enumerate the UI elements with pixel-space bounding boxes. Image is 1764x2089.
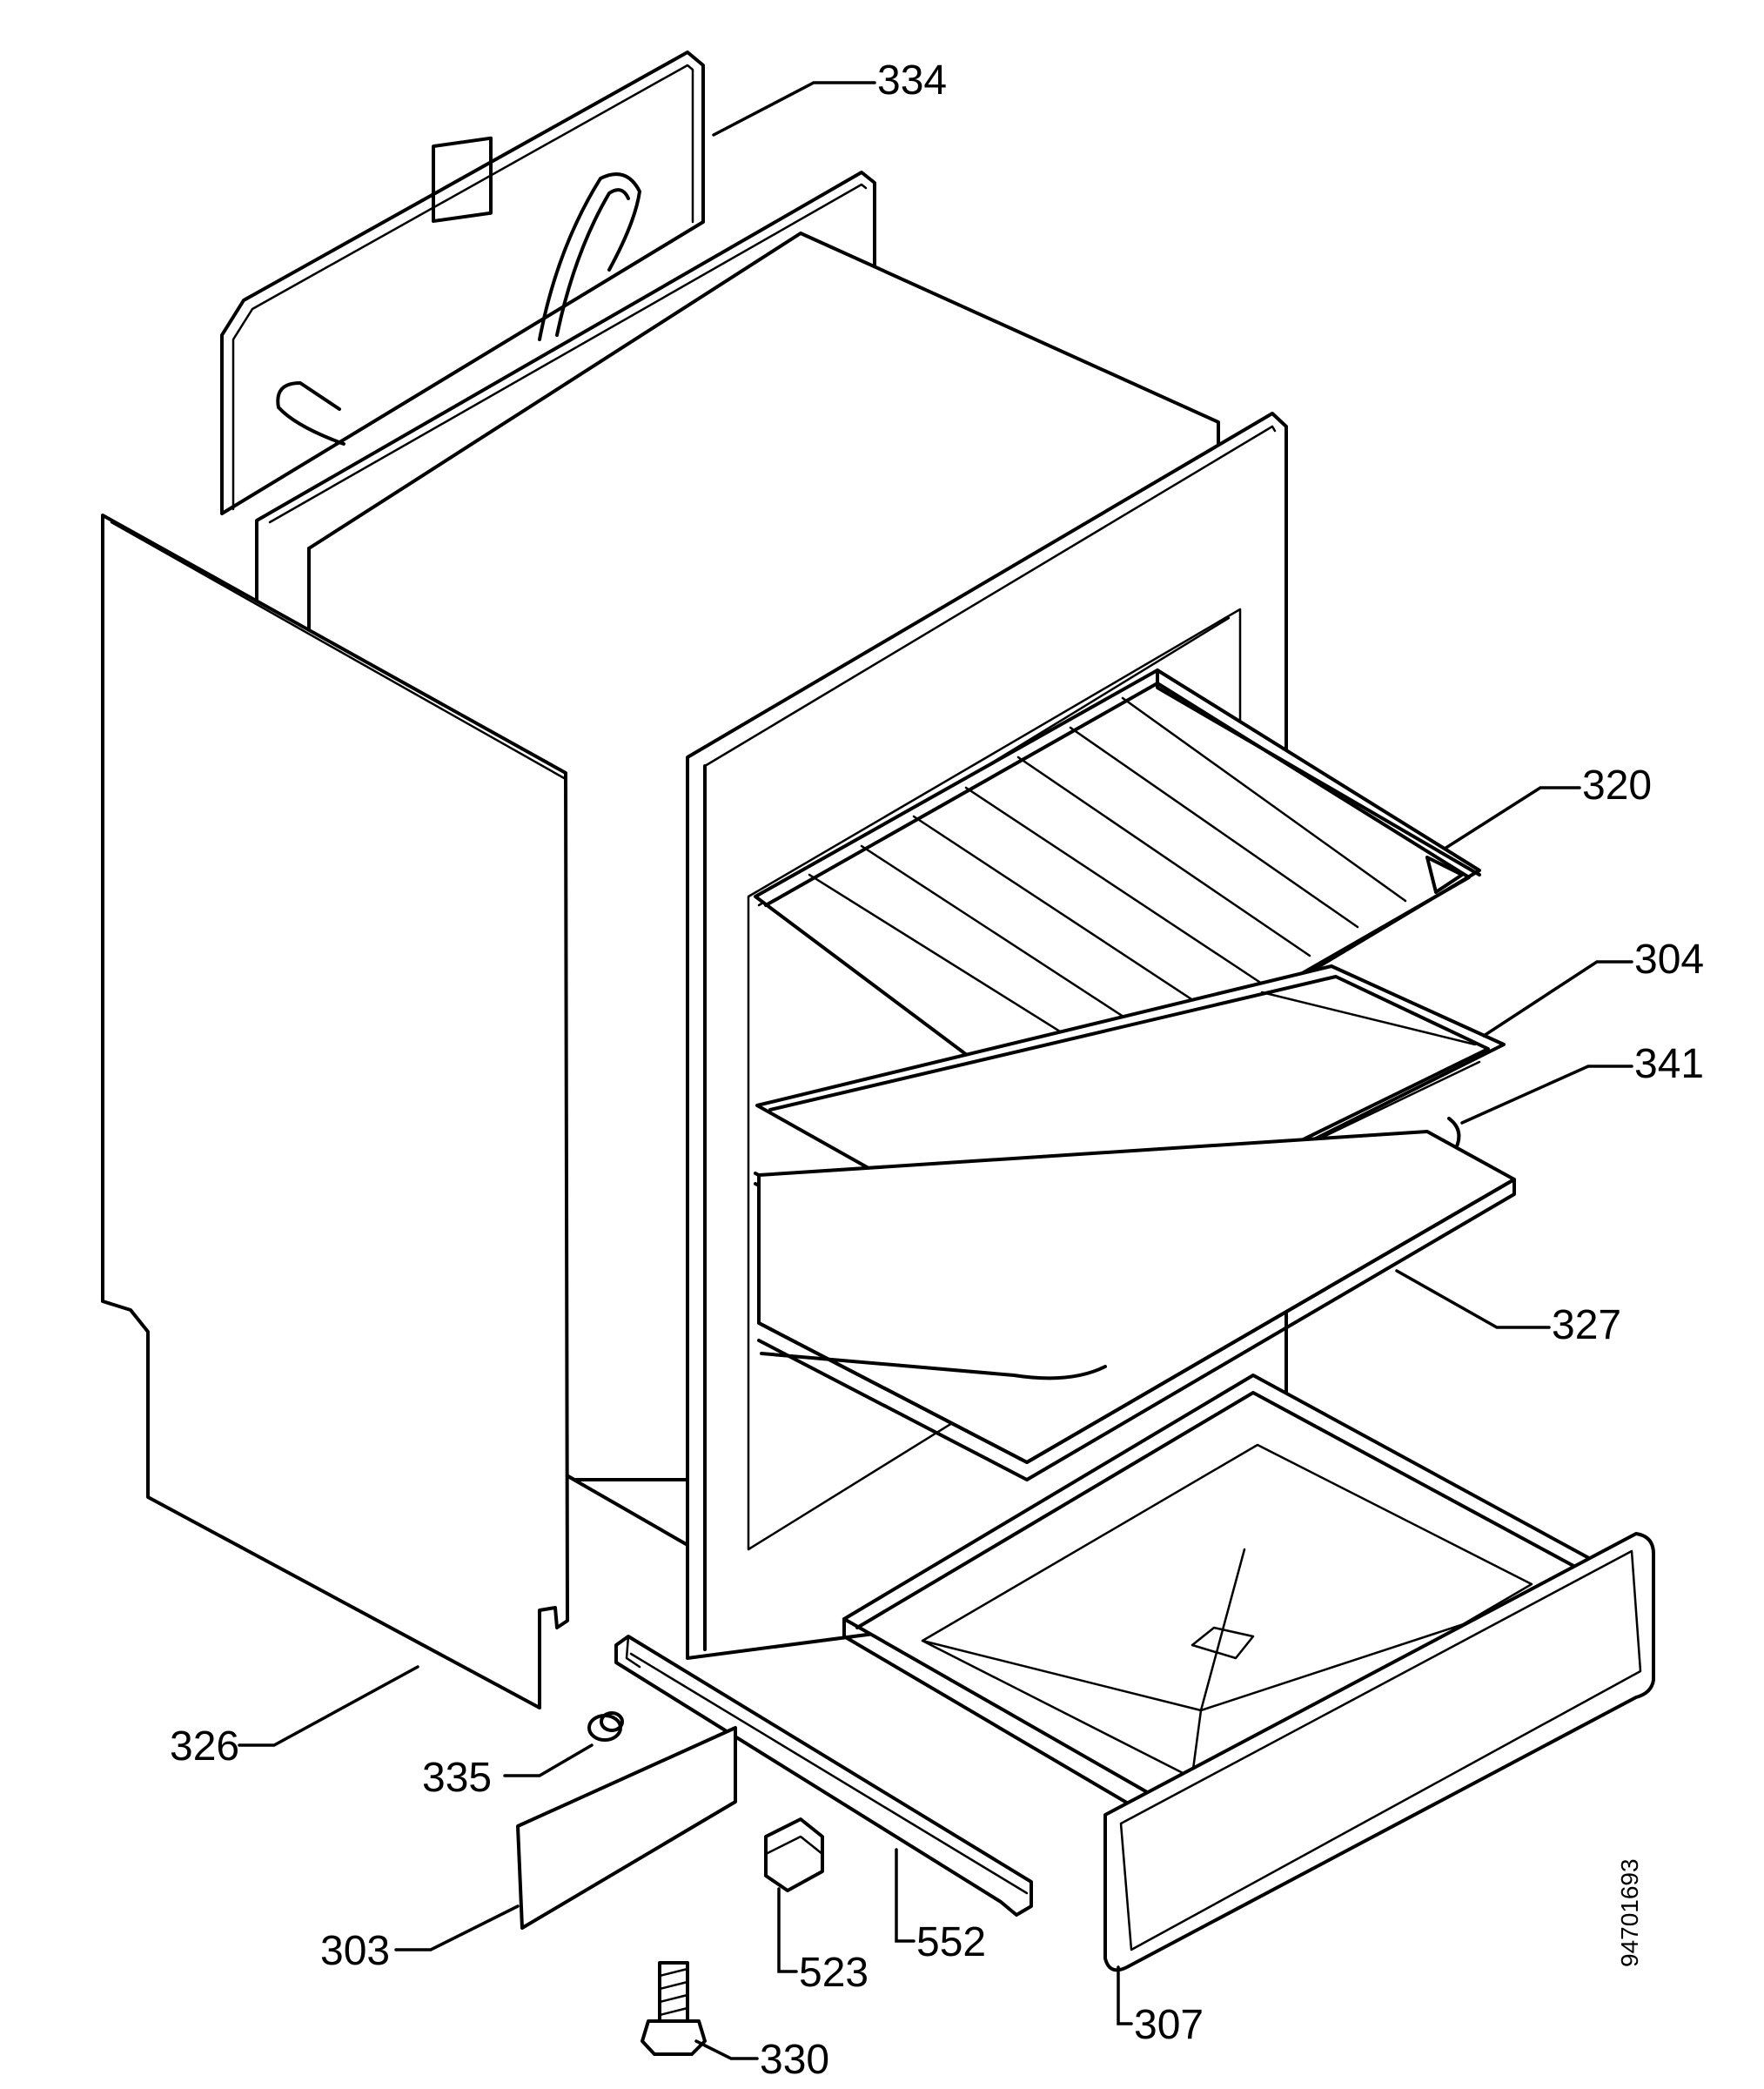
leader-552 bbox=[895, 1848, 916, 1943]
part-552-rail bbox=[614, 1635, 1033, 1917]
leader-lines bbox=[238, 81, 1633, 2060]
leader-523 bbox=[777, 1887, 798, 1973]
label-304: 304 bbox=[1634, 937, 1704, 983]
part-334-rear-panel bbox=[220, 50, 705, 515]
label-326: 326 bbox=[170, 1723, 239, 1770]
leader-327 bbox=[1395, 1269, 1551, 1329]
label-335: 335 bbox=[422, 1755, 492, 1801]
leader-330 bbox=[694, 2039, 759, 2060]
label-523: 523 bbox=[799, 1950, 869, 1996]
leader-320 bbox=[1443, 786, 1581, 850]
label-303: 303 bbox=[320, 1928, 390, 1974]
leader-307 bbox=[1117, 1965, 1133, 2025]
leader-326 bbox=[238, 1665, 419, 1747]
leader-334 bbox=[712, 81, 876, 137]
label-327: 327 bbox=[1552, 1302, 1621, 1348]
label-341: 341 bbox=[1634, 1041, 1704, 1087]
part-307-drawer bbox=[842, 1374, 1655, 1972]
drawing-number: 94701693 bbox=[1616, 1858, 1643, 1967]
part-326-side-panel bbox=[101, 514, 569, 1709]
leader-335 bbox=[503, 1743, 594, 1777]
label-330: 330 bbox=[760, 2037, 829, 2083]
leader-341 bbox=[1460, 1065, 1633, 1125]
part-330-screw bbox=[641, 1961, 707, 2056]
part-327-enamel-plate bbox=[757, 1130, 1516, 1481]
leader-304 bbox=[1482, 960, 1633, 1038]
label-334: 334 bbox=[877, 57, 947, 104]
part-303-plinth-strip bbox=[516, 1726, 737, 1930]
label-307: 307 bbox=[1134, 2002, 1204, 2048]
label-320: 320 bbox=[1582, 762, 1652, 809]
part-523-clip bbox=[764, 1817, 824, 1892]
part-335-nut bbox=[587, 1711, 624, 1742]
part-labels: 334 320 304 341 327 326 335 303 523 552 … bbox=[170, 57, 1704, 2083]
label-552: 552 bbox=[916, 1919, 986, 1965]
leader-303 bbox=[394, 1904, 520, 1951]
